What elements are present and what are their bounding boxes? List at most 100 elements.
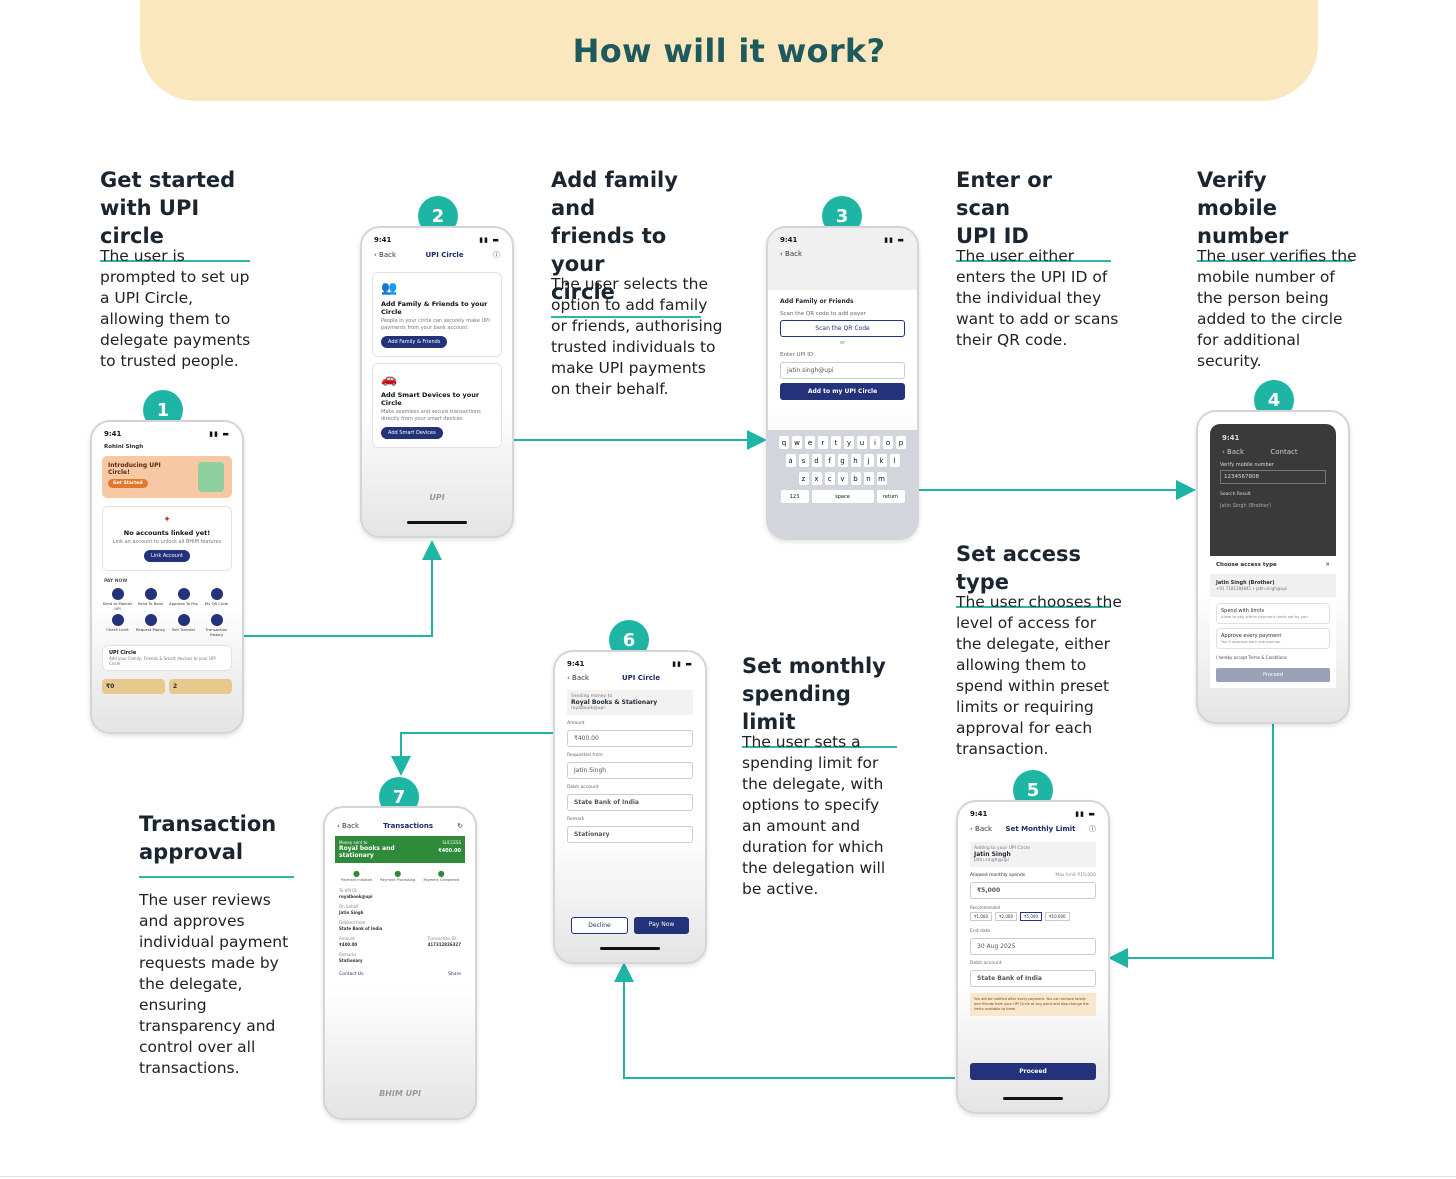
- key-v[interactable]: v: [837, 472, 848, 485]
- upi-id-input[interactable]: jatin.singh@upi: [780, 362, 905, 379]
- info-icon[interactable]: ⓘ: [1089, 825, 1096, 833]
- key-j[interactable]: j: [863, 454, 874, 467]
- key-d[interactable]: d: [811, 454, 822, 467]
- key-t[interactable]: t: [831, 436, 841, 449]
- share-button[interactable]: Share: [448, 972, 461, 977]
- key-w[interactable]: w: [792, 436, 802, 449]
- debit-account-select[interactable]: State Bank of India: [970, 970, 1096, 987]
- action-history[interactable]: Transaction History: [201, 614, 232, 637]
- back-button[interactable]: ‹ Back: [567, 674, 590, 682]
- requested-from-field: Jatin Singh: [567, 762, 693, 779]
- chip-5000[interactable]: ₹5,000: [1020, 912, 1042, 921]
- home-indicator: [1003, 1097, 1063, 1100]
- get-started-button[interactable]: Get Started: [108, 479, 148, 488]
- key-p[interactable]: p: [896, 436, 906, 449]
- key-e[interactable]: e: [805, 436, 815, 449]
- scan-qr-button[interactable]: Scan the QR Code: [780, 320, 905, 337]
- key-y[interactable]: y: [844, 436, 854, 449]
- connector-5-6: [614, 962, 955, 1079]
- debit-account-select[interactable]: State Bank of India: [567, 794, 693, 811]
- add-family-button[interactable]: Add Family & Friends: [381, 336, 448, 348]
- action-qr[interactable]: My QR Code: [201, 588, 232, 611]
- action-send-bank[interactable]: Send To Bank: [135, 588, 166, 611]
- key-l[interactable]: l: [889, 454, 900, 467]
- chip-1000[interactable]: ₹1,000: [970, 912, 992, 921]
- proceed-button[interactable]: Proceed: [970, 1063, 1096, 1080]
- back-button[interactable]: ‹ Back: [374, 251, 397, 259]
- close-icon[interactable]: ✕: [1325, 562, 1330, 568]
- decline-button[interactable]: Decline: [571, 917, 628, 934]
- link-account-button[interactable]: Link Account: [143, 550, 191, 562]
- action-self[interactable]: Self Transfer: [168, 614, 199, 637]
- contact-us-link[interactable]: Contact Us: [339, 972, 364, 977]
- amount-field: ₹400.00: [567, 730, 693, 747]
- key-g[interactable]: g: [837, 454, 848, 467]
- upi-circle-item[interactable]: UPI Circle Add your Family, Friends & Sm…: [102, 645, 232, 671]
- mobile-number-input[interactable]: 1234567808: [1220, 470, 1326, 484]
- car-icon: 🚗: [381, 372, 398, 387]
- key-a[interactable]: a: [785, 454, 796, 467]
- add-devices-button[interactable]: Add Smart Devices: [381, 427, 443, 439]
- key-z[interactable]: z: [798, 472, 809, 485]
- key-n[interactable]: n: [863, 472, 874, 485]
- header-banner: How will it work?: [140, 0, 1318, 101]
- key-f[interactable]: f: [824, 454, 835, 467]
- payment-progress: ●Payment Initiated ●Payment Processing ●…: [341, 869, 459, 882]
- key-k[interactable]: k: [876, 454, 887, 467]
- key-space[interactable]: space: [811, 490, 874, 503]
- key-i[interactable]: i: [870, 436, 880, 449]
- action-check-limit[interactable]: Check Limit: [102, 614, 133, 637]
- info-icon[interactable]: ⓘ: [493, 251, 500, 259]
- action-request[interactable]: Request Money: [135, 614, 166, 637]
- key-q[interactable]: q: [779, 436, 789, 449]
- key-o[interactable]: o: [883, 436, 893, 449]
- back-button[interactable]: ‹ Back: [780, 250, 803, 258]
- back-button[interactable]: ‹ Back: [970, 825, 993, 833]
- monthly-limit-input[interactable]: ₹5,000: [970, 882, 1096, 899]
- selected-contact: Jatin Singh (Brother) +91 7181184841 • j…: [1210, 574, 1336, 597]
- key-m[interactable]: m: [876, 472, 887, 485]
- action-approve[interactable]: Approve To Pay: [168, 588, 199, 611]
- credit-card-count[interactable]: 2: [169, 679, 232, 694]
- remark-field[interactable]: Stationary: [567, 826, 693, 843]
- key-c[interactable]: c: [824, 472, 835, 485]
- end-date-input[interactable]: 30 Aug 2025: [970, 938, 1096, 955]
- key-r[interactable]: r: [818, 436, 828, 449]
- upi-lite-balance[interactable]: ₹0: [102, 679, 165, 694]
- back-button[interactable]: ‹ Back: [337, 822, 360, 830]
- refresh-icon[interactable]: ↻: [457, 822, 463, 830]
- connector-6-7: [391, 732, 553, 776]
- key-return[interactable]: return: [876, 490, 905, 503]
- promo-banner[interactable]: Introducing UPI Circle! Get Started: [102, 456, 232, 498]
- pay-now-button[interactable]: Pay Now: [634, 917, 689, 934]
- action-send-mobile[interactable]: Send to Mobile/ UPI: [102, 588, 133, 611]
- chip-2000[interactable]: ₹2,000: [995, 912, 1017, 921]
- key-x[interactable]: x: [811, 472, 822, 485]
- key-b[interactable]: b: [850, 472, 861, 485]
- key-h[interactable]: h: [850, 454, 861, 467]
- key-s[interactable]: s: [798, 454, 809, 467]
- terms-checkbox[interactable]: I hereby accept Terms & Conditions: [1216, 655, 1287, 660]
- add-to-circle-button[interactable]: Add to my UPI Circle: [780, 383, 905, 400]
- key-u[interactable]: u: [857, 436, 867, 449]
- chip-10000[interactable]: ₹10,000: [1045, 912, 1070, 921]
- back-button[interactable]: ‹ Back: [1222, 448, 1245, 456]
- key-123[interactable]: 123: [780, 490, 809, 503]
- proceed-button[interactable]: Proceed: [1216, 668, 1330, 682]
- rocket-icon: ✦: [163, 515, 171, 525]
